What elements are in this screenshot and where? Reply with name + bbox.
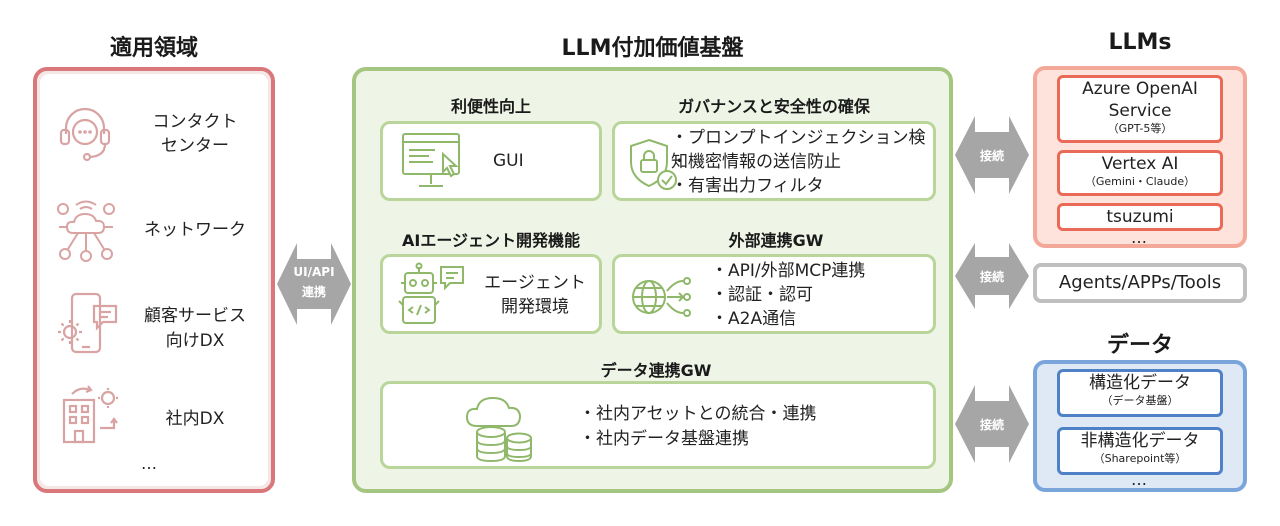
governance-bullet-3: ・有害出力フィルタ — [671, 176, 824, 196]
external-gw-bullet-3: ・A2A通信 — [711, 309, 797, 329]
globe-arrows-icon — [632, 277, 691, 317]
connect-arrow-agents — [955, 243, 1029, 309]
ui-api-arrow — [277, 243, 351, 325]
section-title-data: データ — [1106, 333, 1173, 358]
llms-panel: Azure OpenAI Service （GPT-5等） Vertex AI … — [1033, 66, 1247, 248]
llm-azure-name-2: Service — [1108, 101, 1172, 121]
applications-panel: コンタクト センター ネットワーク 顧客 — [33, 67, 275, 493]
connect-arrow-llms — [955, 116, 1029, 194]
section-title-platform: LLM付加価値基盤 — [561, 36, 744, 61]
headset-chat-icon — [59, 107, 111, 162]
llm-tsuzumi: tsuzumi — [1057, 203, 1223, 231]
data-structured-sub: （データ基盤） — [1101, 394, 1179, 407]
data-panel: 構造化データ （データ基盤） 非構造化データ （Sharepoint等） … — [1033, 360, 1247, 492]
connect-label-data: 接続 — [979, 418, 1004, 432]
agents-apps-tools-box: Agents/APPs/Tools — [1033, 263, 1247, 303]
agent-dev-label-2: 開発環境 — [501, 297, 569, 317]
applications-more: … — [141, 454, 159, 473]
external-gw-title: 外部連携GW — [728, 231, 824, 250]
governance-box: ・プロンプトインジェクション検知 ・機密情報の送信防止 ・有害出力フィルタ — [612, 121, 936, 201]
llm-tsuzumi-name: tsuzumi — [1106, 207, 1174, 227]
llm-azure-sub: （GPT-5等） — [1107, 122, 1173, 135]
external-gw-bullet-1: ・API/外部MCP連携 — [711, 261, 866, 281]
governance-bullet-2: ・機密情報の送信防止 — [671, 152, 841, 172]
data-gw-bullet-1: ・社内アセットとの統合・連携 — [579, 404, 817, 424]
cloud-database-icon — [465, 396, 532, 463]
llms-more: … — [1131, 228, 1149, 247]
usability-box: GUI — [380, 121, 602, 201]
section-title-llms: LLMs — [1108, 30, 1172, 55]
governance-title: ガバナンスと安全性の確保 — [678, 97, 870, 116]
llm-vertex-ai: Vertex AI （Gemini・Claude） — [1057, 150, 1223, 196]
llm-azure-openai: Azure OpenAI Service （GPT-5等） — [1057, 75, 1223, 143]
agent-dev-box: エージェント 開発環境 — [380, 254, 602, 334]
app-label-customer-dx-1: 顧客サービス — [144, 306, 246, 326]
monitor-cursor-icon — [402, 133, 460, 187]
network-cloud-icon — [57, 200, 115, 262]
data-more: … — [1131, 470, 1149, 489]
app-label-network: ネットワーク — [144, 220, 246, 240]
data-unstructured-sub: （Sharepoint等） — [1093, 452, 1187, 465]
governance-bullet-1: ・プロンプトインジェクション検知 — [671, 128, 926, 172]
connect-label-llms: 接続 — [979, 149, 1004, 163]
data-structured-name: 構造化データ — [1089, 373, 1191, 393]
shield-lock-icon — [630, 138, 677, 190]
external-gw-bullet-2: ・認証・認可 — [711, 285, 813, 305]
external-gw-box: ・API/外部MCP連携 ・認証・認可 ・A2A通信 — [612, 254, 936, 334]
platform-panel: 利便性向上 GUI ガバナンスと安全性の確保 ・プロンプトインジェクション検知 — [352, 67, 953, 493]
data-structured: 構造化データ （データ基盤） — [1057, 369, 1223, 417]
data-gw-box: ・社内アセットとの統合・連携 ・社内データ基盤連携 — [380, 381, 936, 469]
smartphone-gear-icon — [58, 292, 118, 354]
data-unstructured-name: 非構造化データ — [1080, 431, 1200, 451]
app-label-contact-center-1: コンタクト — [152, 112, 238, 132]
agent-dev-label-1: エージェント — [484, 273, 586, 293]
llm-vertex-name: Vertex AI — [1101, 154, 1179, 174]
section-title-applications: 適用領域 — [109, 36, 198, 61]
data-gw-bullet-2: ・社内データ基盤連携 — [579, 429, 749, 449]
usability-title: 利便性向上 — [450, 97, 531, 116]
app-label-customer-dx-2: 向けDX — [165, 331, 225, 351]
data-unstructured: 非構造化データ （Sharepoint等） — [1057, 427, 1223, 475]
usability-label: GUI — [493, 151, 524, 171]
data-gw-title: データ連携GW — [600, 361, 712, 380]
app-label-internal-dx: 社内DX — [165, 409, 225, 429]
llm-vertex-sub: （Gemini・Claude） — [1084, 175, 1196, 188]
llm-azure-name-1: Azure OpenAI — [1082, 79, 1198, 99]
ui-api-label-1: UI/API — [293, 265, 335, 279]
app-label-contact-center-2: センター — [161, 136, 229, 156]
connect-label-agents: 接続 — [979, 270, 1004, 284]
ui-api-label-2: 連携 — [301, 285, 326, 299]
office-building-icon — [62, 385, 118, 444]
robot-code-icon — [398, 262, 464, 324]
connect-arrow-data — [955, 385, 1029, 463]
agent-dev-title: AIエージェント開発機能 — [401, 231, 581, 250]
